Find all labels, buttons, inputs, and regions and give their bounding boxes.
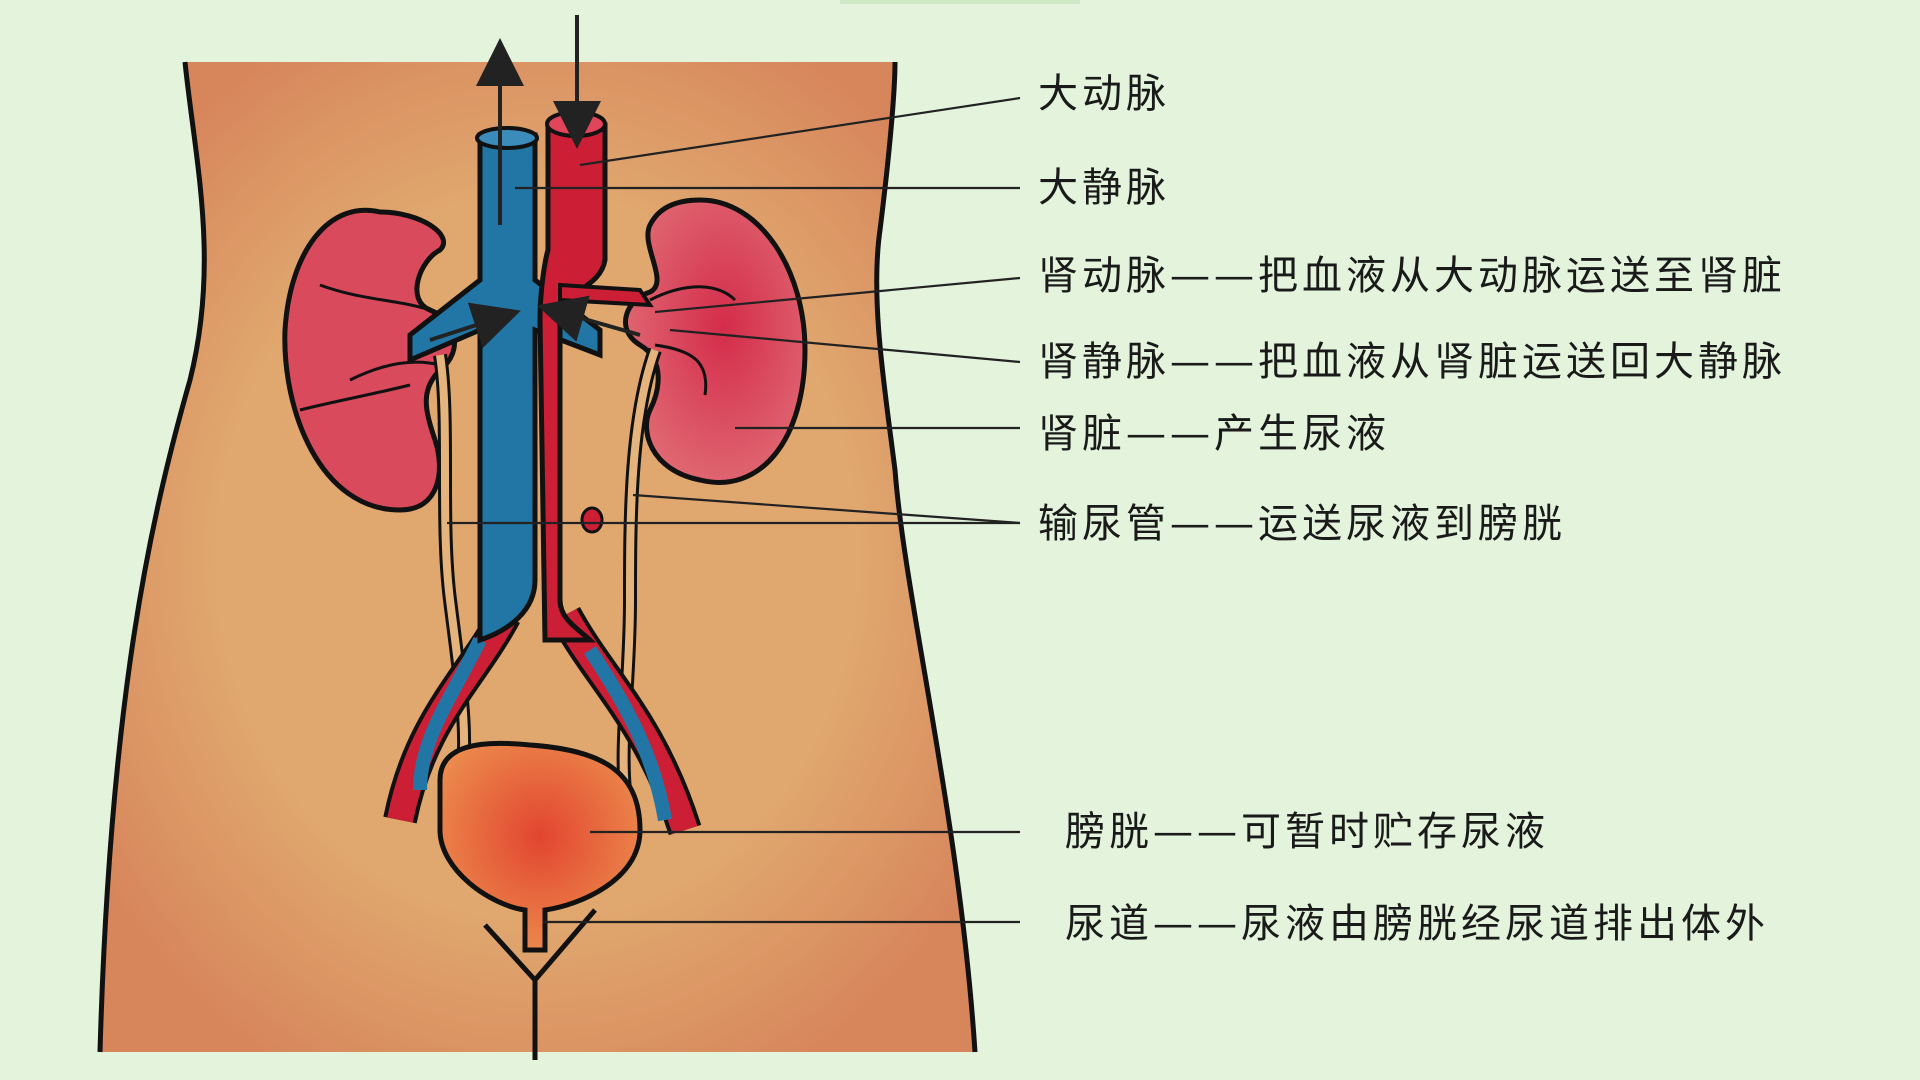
flow-arrows	[429, 15, 641, 349]
leader-lines	[447, 96, 1021, 924]
aorta-label: 大动脉	[1038, 71, 1170, 117]
vena-cava-label: 大静脉	[1038, 165, 1170, 211]
kidney-label: 肾脏——产生尿液	[1038, 411, 1390, 457]
ureter-label: 输尿管——运送尿液到膀胱	[1038, 501, 1566, 547]
left-kidney	[282, 207, 457, 513]
renal-artery-label: 肾动脉——把血液从大动脉运送至肾脏	[1038, 253, 1786, 299]
top-strip	[840, 0, 1080, 4]
renal-vein-label: 肾静脉——把血液从肾脏运送回大静脉	[1038, 339, 1786, 385]
ureters	[433, 347, 662, 792]
urethra-label: 尿道——尿液由膀胱经尿道排出体外	[1065, 901, 1769, 947]
bladder	[437, 740, 643, 953]
bladder-label: 膀胱——可暂时贮存尿液	[1065, 809, 1549, 855]
